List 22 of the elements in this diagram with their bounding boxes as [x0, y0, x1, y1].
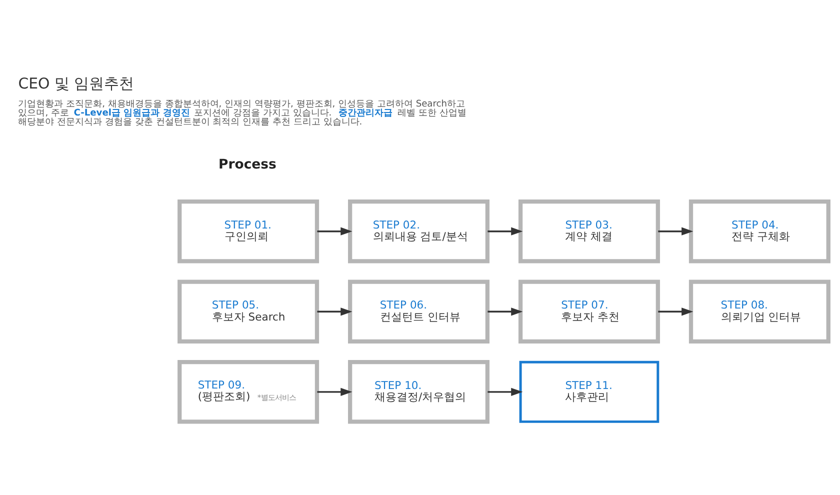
node-box: STEP 06. 컨설턴트 인터뷰	[348, 280, 490, 344]
node-box: STEP 04. 전략 구체화	[688, 200, 830, 264]
label: 기업현황과 조직문화, 채용배경등을 종합분석하여, 인재의 역량평가, 평판조회, 인성등을 고려하여 Search하고 있으며, 주로 C-Level급 임원급과 경영진 포지션에 강점을 가지고 있습니다. 중간관리자급 레벨 또한 산업별 해당분야 전문지식과 경험을 갖춘 컨설턴트분이 최적의 인재를 추천 드리고 있습니다.	[18, 99, 466, 128]
node-box: STEP 08. 의뢰기업 인터뷰	[688, 280, 830, 344]
arrow	[317, 227, 352, 236]
arrow	[317, 388, 352, 396]
node-box: STEP 07. 후보자 추천	[518, 280, 660, 344]
node-box: STEP 03. 계약 체결	[518, 200, 660, 264]
arrow	[317, 308, 352, 316]
label: Process	[218, 157, 276, 172]
node-box: STEP 11. 사후관리	[519, 360, 660, 423]
arrow	[658, 227, 694, 236]
arrow	[488, 227, 523, 236]
node-box: STEP 01. 구인의뢰	[178, 200, 320, 264]
arrow	[488, 388, 523, 396]
node-box: STEP 02. 의뢰내용 검토/분석	[348, 200, 490, 264]
diagram-title: CEO 및 임원추천	[18, 74, 134, 93]
node-box: STEP 10. 채용결정/처우협의	[348, 360, 490, 424]
node-box: STEP 05. 후보자 Search	[178, 280, 320, 344]
node-box: STEP 09. (평판조회) *별도서비스	[178, 360, 320, 424]
arrow	[488, 308, 523, 316]
arrow	[658, 308, 694, 316]
